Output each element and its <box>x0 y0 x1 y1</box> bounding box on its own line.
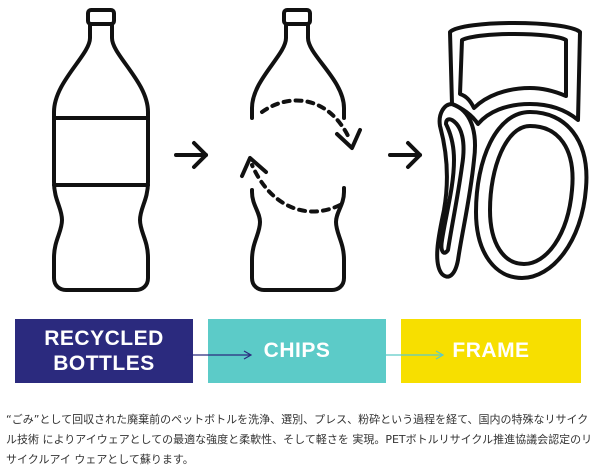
description-caption: “ごみ”として回収された廃棄前のペットボトルを洗浄、選別、プレス、粉砕という過程… <box>6 413 593 466</box>
recycle-arrows-icon <box>240 98 362 214</box>
glasses-icon <box>435 21 589 280</box>
chips-label: CHIPS <box>263 339 331 362</box>
frame-box: FRAME <box>401 319 581 383</box>
recycled-bottles-box: RECYCLED BOTTLES <box>15 319 193 383</box>
arrow-right-icon <box>174 141 208 169</box>
recycled-bottles-label: RECYCLED BOTTLES <box>44 327 164 375</box>
chips-box: CHIPS <box>208 319 386 383</box>
split-bottle-icon <box>250 8 346 292</box>
bottle-icon <box>52 8 150 292</box>
recycling-illustration <box>52 8 589 292</box>
frame-label: FRAME <box>452 339 530 362</box>
arrow-right-icon <box>388 141 422 169</box>
